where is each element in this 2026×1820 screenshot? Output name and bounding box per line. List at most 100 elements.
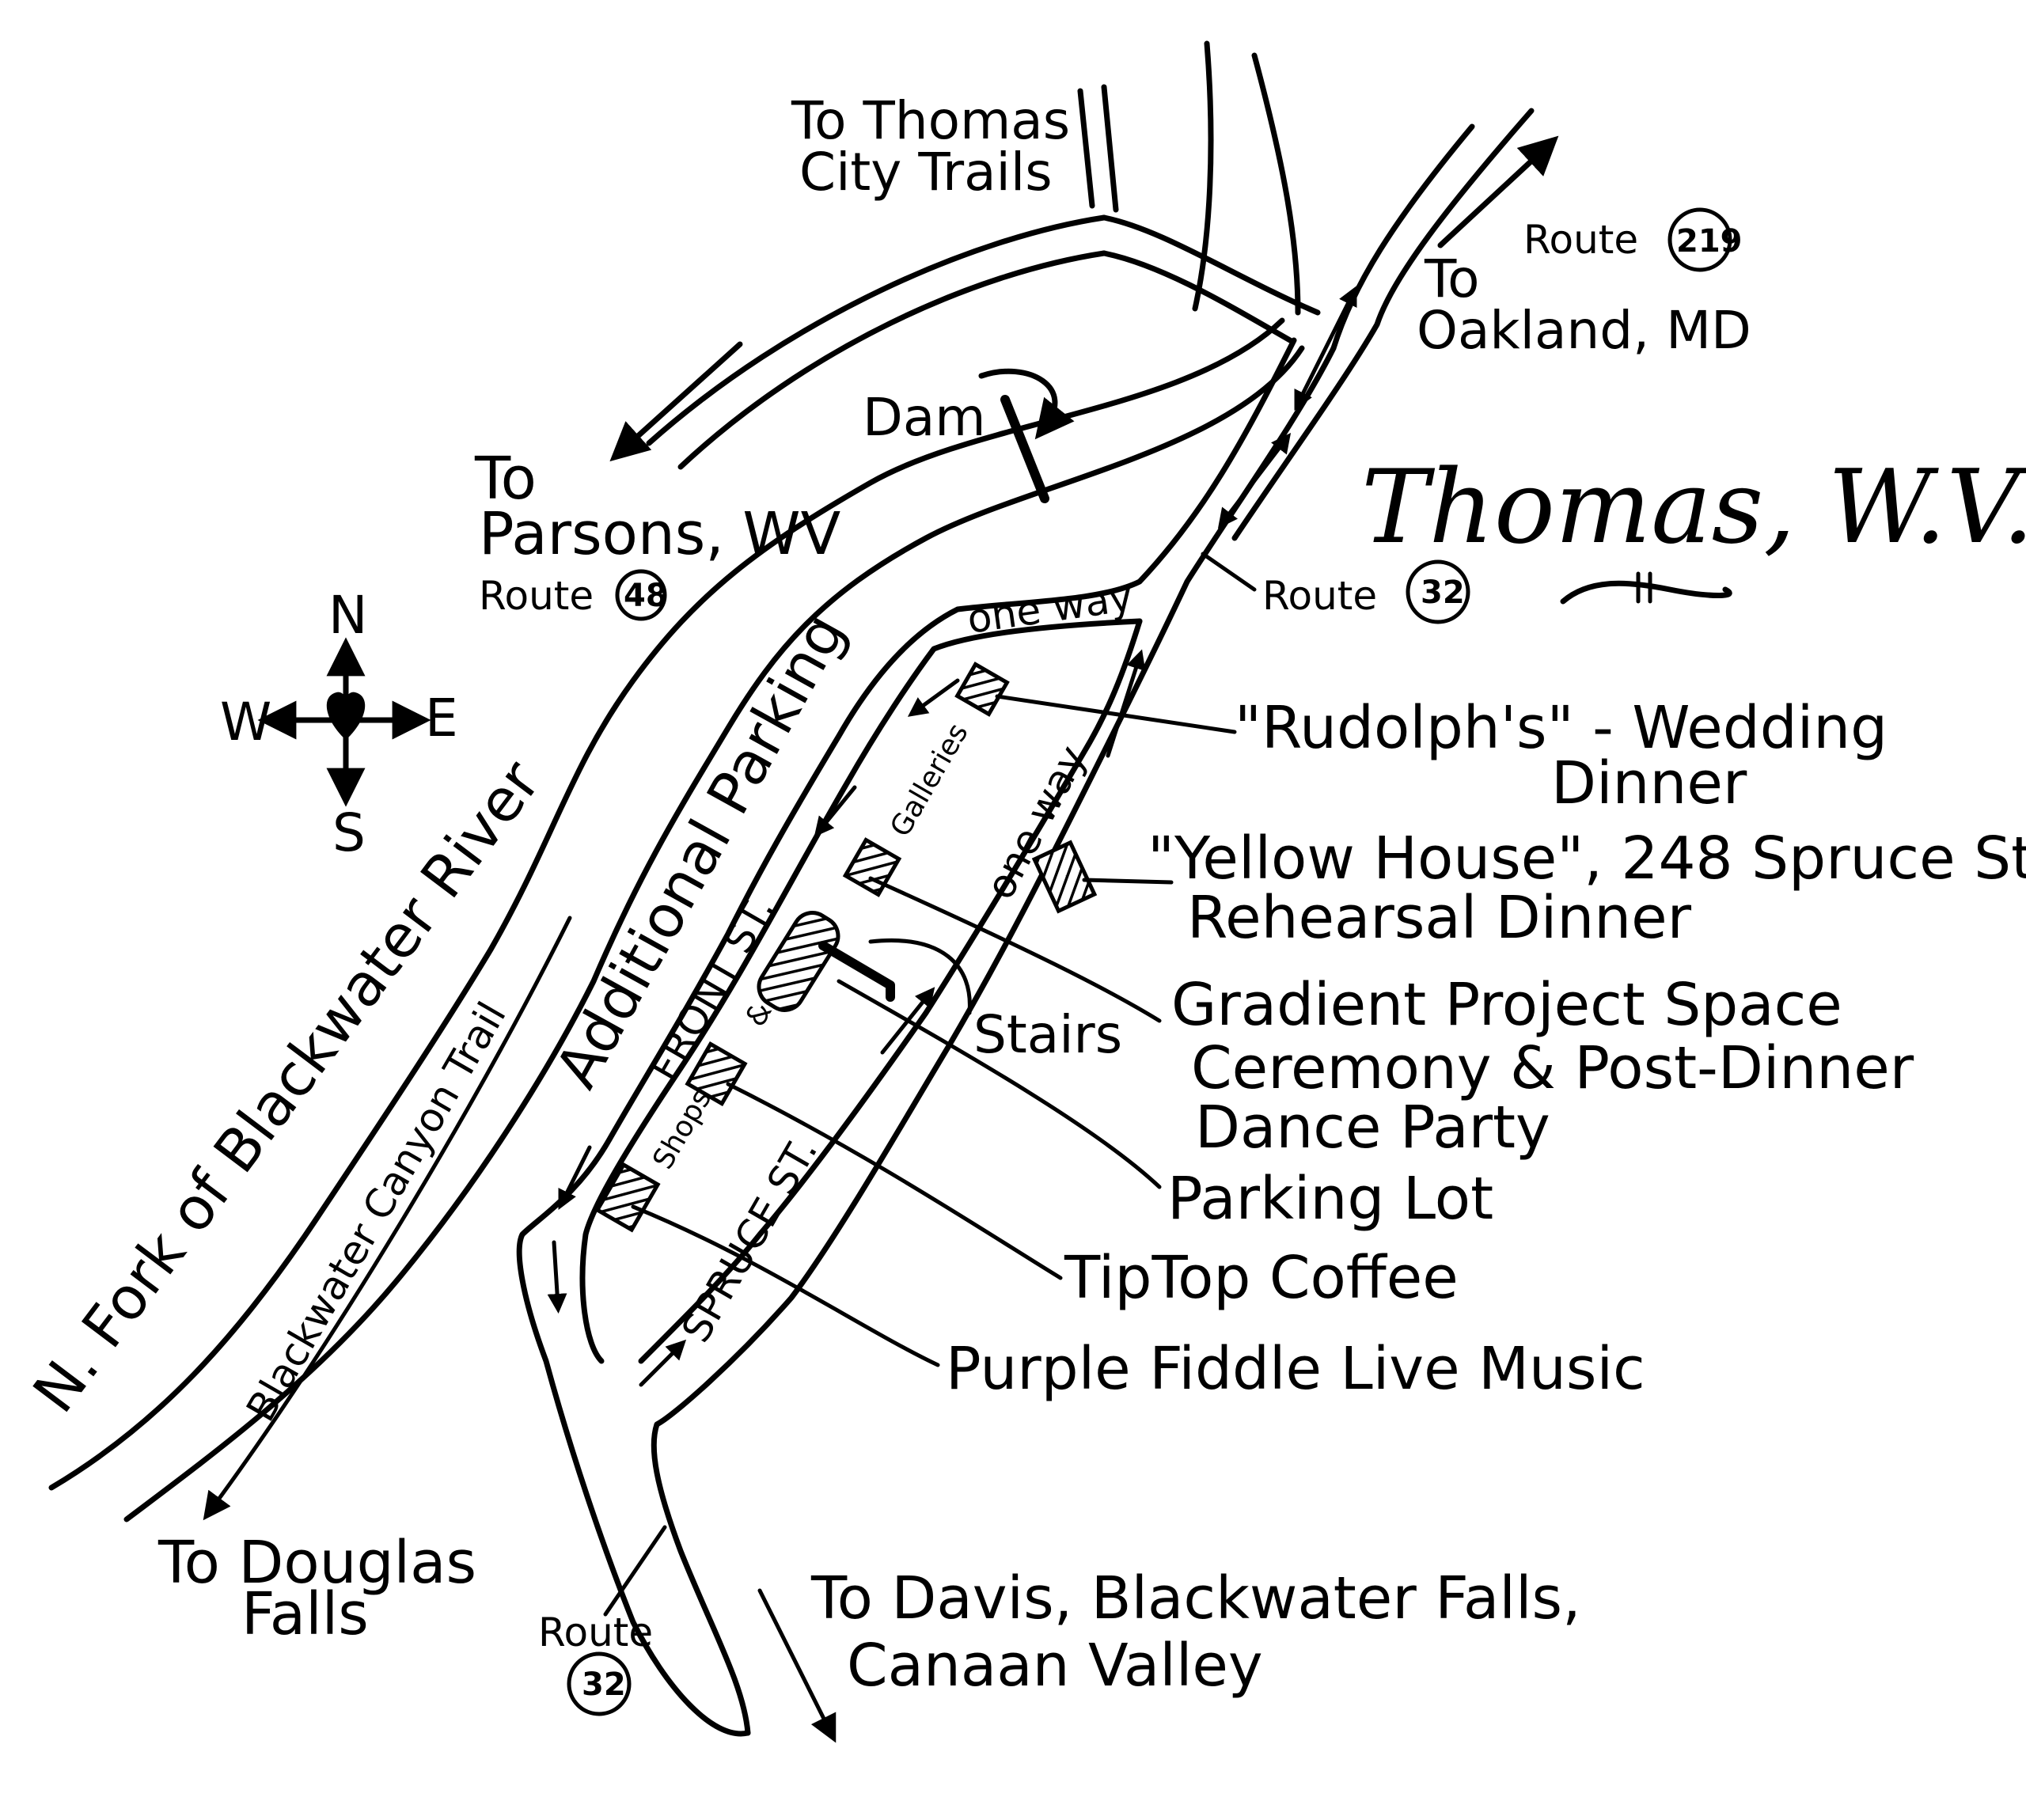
route-48-junction-south	[1101, 250, 1293, 343]
route-48-junction-north	[1101, 214, 1321, 316]
parking-lot-leader	[837, 979, 1162, 1189]
route-32-arrow-1	[1294, 286, 1357, 411]
rudolphs-leader	[995, 694, 1237, 734]
parsons-route-label: Route	[479, 573, 594, 619]
galleries-building	[842, 837, 902, 897]
compass-rose: N S W E	[220, 585, 458, 863]
parsons-direction-arrow	[609, 341, 743, 462]
route-32-road	[516, 108, 1559, 1743]
gradient-leader	[868, 876, 1162, 1023]
blackwater-canyon-trail-path	[203, 916, 572, 1521]
title-underline-flourish	[1560, 580, 1732, 605]
city-trails-label-line2: City Trails	[799, 142, 1053, 203]
rudolphs-label-line2: Dinner	[1551, 749, 1747, 817]
yellow-house-label-line1: "Yellow House", 248 Spruce St.	[1148, 825, 2026, 893]
front-st-loop	[547, 618, 1146, 1387]
rudolphs-label-line1: "Rudolph's" - Wedding	[1235, 694, 1888, 762]
river-bank-south	[123, 345, 1305, 1522]
galleries-label: Galleries	[884, 718, 974, 842]
yellow-house-building	[1031, 840, 1098, 914]
route-32-south-arrow	[757, 1588, 837, 1743]
dam-flow-arrow	[978, 368, 1075, 440]
parking-lot-label: Parking Lot	[1167, 1165, 1493, 1233]
parsons-route-circle	[615, 569, 667, 621]
oakland-route-label: Route	[1523, 217, 1638, 263]
davis-label-line2: Canaan Valley	[847, 1632, 1263, 1700]
douglas-falls-label-line2: Falls	[241, 1580, 369, 1648]
front-st-arrow-4	[547, 1240, 567, 1314]
stairs-label: Stairs	[973, 1004, 1122, 1065]
compass-heart-icon	[326, 692, 366, 740]
compass-east-label: E	[425, 688, 458, 749]
river-bank-north	[48, 317, 1285, 1491]
spruce-st-arrow-3	[639, 1339, 687, 1387]
map-title: Thomas, W.V.	[1361, 449, 2026, 567]
stream-line-2	[1251, 52, 1301, 316]
route-32-upper-leader	[1201, 552, 1257, 592]
city-trails-label-line1: To Thomas	[791, 90, 1070, 151]
gradient-label-line1: Gradient Project Space	[1171, 971, 1842, 1039]
rudolphs-building	[954, 662, 1010, 717]
gradient-label-line2: Ceremony & Post-Dinner	[1191, 1034, 1914, 1102]
route-32-lower-label: Route	[538, 1610, 653, 1655]
gradient-label-line3: Dance Party	[1195, 1094, 1550, 1162]
route-32-arrow-2	[1217, 433, 1292, 529]
front-st-inner-edge	[638, 618, 1143, 1364]
route-32-lower-leader	[603, 1525, 667, 1617]
buildings	[594, 662, 1098, 1233]
purple-fiddle-building	[594, 1162, 661, 1233]
parsons-label-line2: Parsons, WV	[479, 500, 841, 568]
river-banks	[48, 317, 1305, 1522]
spruce-st-arrow-1	[880, 987, 935, 1055]
gradient-project-space-building	[757, 911, 840, 1012]
purple-fiddle-leader	[631, 1204, 940, 1367]
stream-line-1	[1192, 40, 1214, 312]
route-32-upper-circle	[1406, 559, 1470, 624]
route-48-road	[609, 214, 1107, 470]
tiptop-coffee-building	[685, 1041, 748, 1107]
stream-line-3	[1101, 84, 1119, 213]
route-32-west-edge	[516, 337, 1297, 1737]
oakland-label-line1: To	[1424, 248, 1479, 309]
route-48-road-south-edge	[677, 250, 1107, 470]
douglas-falls-label-line1: To Douglas	[157, 1529, 476, 1597]
route-32-lower-number: 32	[582, 1666, 626, 1703]
front-st-outer-edge	[579, 618, 1143, 1364]
oakland-label-line2: Oakland, MD	[1417, 300, 1751, 361]
route-48-road-north-edge	[646, 214, 1107, 446]
leader-lines	[603, 552, 1257, 1617]
yellow-house-label-line2: Rehearsal Dinner	[1187, 884, 1692, 952]
route-32-lower-circle	[567, 1651, 632, 1716]
stream-line-4	[1077, 88, 1095, 209]
dam-label: Dam	[863, 387, 986, 448]
compass-west-label: W	[220, 692, 271, 753]
route-32-upper-label: Route	[1262, 573, 1377, 619]
parsons-route-number: 48	[624, 578, 668, 614]
oakland-route-circle	[1667, 207, 1732, 272]
oakland-route-number: 219	[1676, 223, 1743, 260]
tiptop-leader	[726, 1082, 1063, 1280]
purple-fiddle-label: Purple Fiddle Live Music	[946, 1335, 1645, 1403]
one-way-top-label: one way	[965, 574, 1136, 643]
parsons-label-line1: To	[474, 445, 537, 513]
compass-south-label: S	[332, 802, 366, 863]
front-st-arrow-1	[907, 678, 960, 717]
route-32-upper-number: 32	[1421, 574, 1465, 611]
oakland-direction-arrow	[1437, 135, 1559, 248]
route-32-east-edge	[651, 345, 1337, 1736]
tiptop-label: TipTop Coffee	[1064, 1244, 1459, 1312]
compass-north-label: N	[328, 585, 367, 646]
shops-label: Shops	[647, 1083, 718, 1174]
stream-lines	[1077, 40, 1301, 316]
front-st-arrow-2	[814, 785, 857, 837]
dam	[978, 368, 1075, 503]
front-st-arrow-3	[558, 1145, 592, 1210]
dam-wall	[1000, 395, 1049, 503]
davis-label-line1: To Davis, Blackwater Falls,	[810, 1564, 1581, 1632]
yellow-house-leader	[1082, 878, 1174, 885]
spruce-st-label: SPRUCE ST.	[673, 1130, 826, 1350]
spruce-st-arrow-2	[1106, 649, 1146, 758]
parking-lot-shape	[818, 941, 895, 1002]
stairs-leader	[868, 938, 972, 1015]
